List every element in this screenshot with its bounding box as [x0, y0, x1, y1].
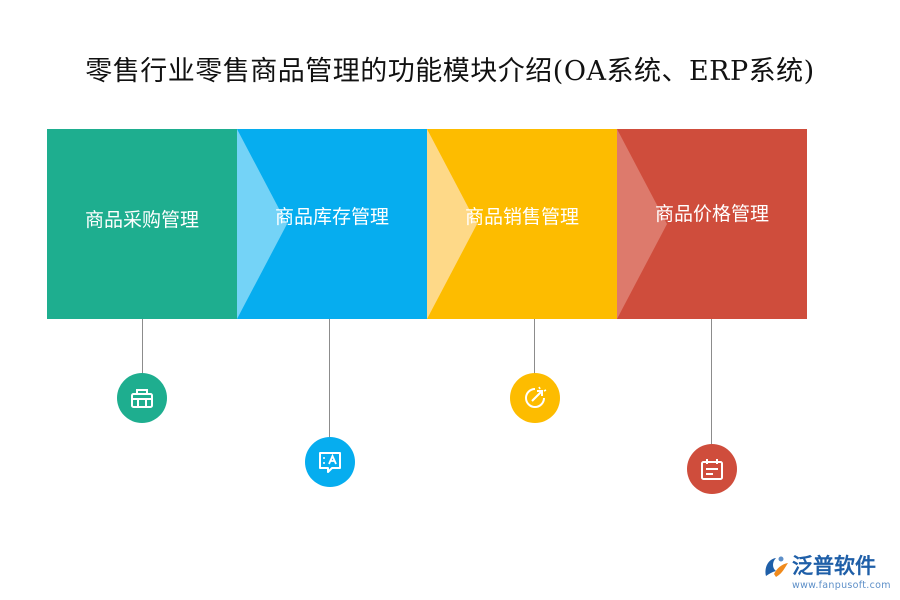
timer-arrow-icon: [510, 373, 560, 423]
calendar-icon: [687, 444, 737, 494]
module-label-inventory: 商品库存管理: [274, 206, 389, 228]
module-label-purchase: 商品采购管理: [84, 209, 199, 231]
basket-icon: [117, 373, 167, 423]
connector-line: [711, 319, 712, 444]
module-block-price: 商品价格管理: [617, 129, 807, 319]
module-label-price: 商品价格管理: [654, 203, 769, 225]
logo-mark-icon: [765, 556, 788, 577]
logo-brand-text: 泛普软件: [792, 554, 876, 578]
connector-line: [142, 319, 143, 374]
module-block-sales: 商品销售管理: [427, 129, 617, 319]
module-block-purchase: 商品采购管理: [47, 129, 237, 319]
module-flow: 商品采购管理 商品库存管理 商品销售管理 商品价格管理: [47, 129, 807, 319]
module-label-sales: 商品销售管理: [464, 206, 579, 228]
module-block-inventory: 商品库存管理: [237, 129, 427, 319]
connector-line: [329, 319, 330, 438]
connector-line: [534, 319, 535, 374]
chat-text-icon: [305, 437, 355, 487]
brand-logo: 泛普软件 www.fanpusoft.com: [762, 553, 892, 593]
logo-url-text: www.fanpusoft.com: [792, 580, 891, 591]
diagram-title: 零售行业零售商品管理的功能模块介绍(OA系统、ERP系统): [85, 56, 815, 87]
